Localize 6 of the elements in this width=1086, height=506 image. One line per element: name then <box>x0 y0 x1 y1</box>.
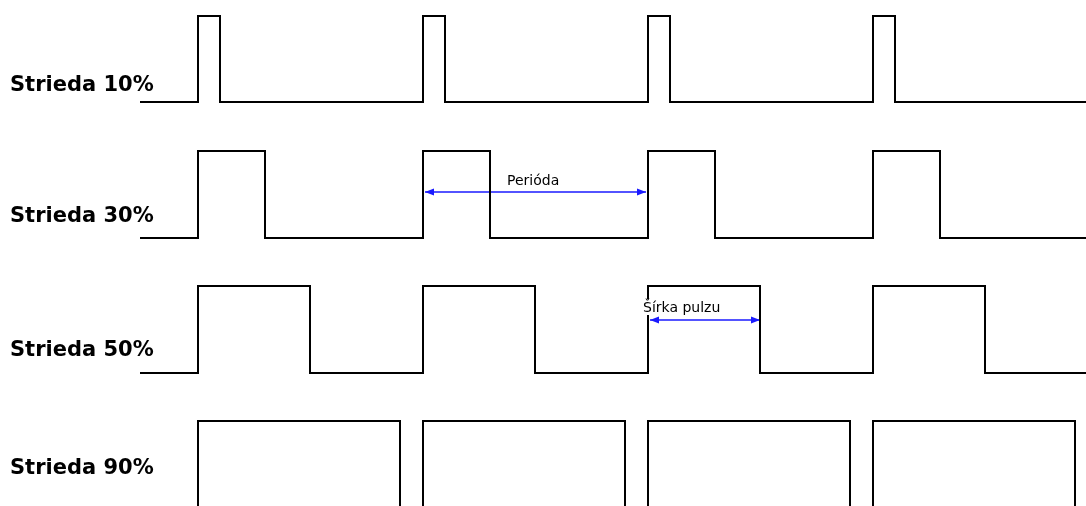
waveform-label: Strieda 50% <box>10 337 154 361</box>
dimension-label: Perióda <box>506 172 561 188</box>
dimension-label: Šírka pulzu <box>642 299 722 315</box>
waveform-label: Strieda 90% <box>10 455 154 479</box>
waveform-label: Strieda 10% <box>10 72 154 96</box>
waveform-label: Strieda 30% <box>10 203 154 227</box>
